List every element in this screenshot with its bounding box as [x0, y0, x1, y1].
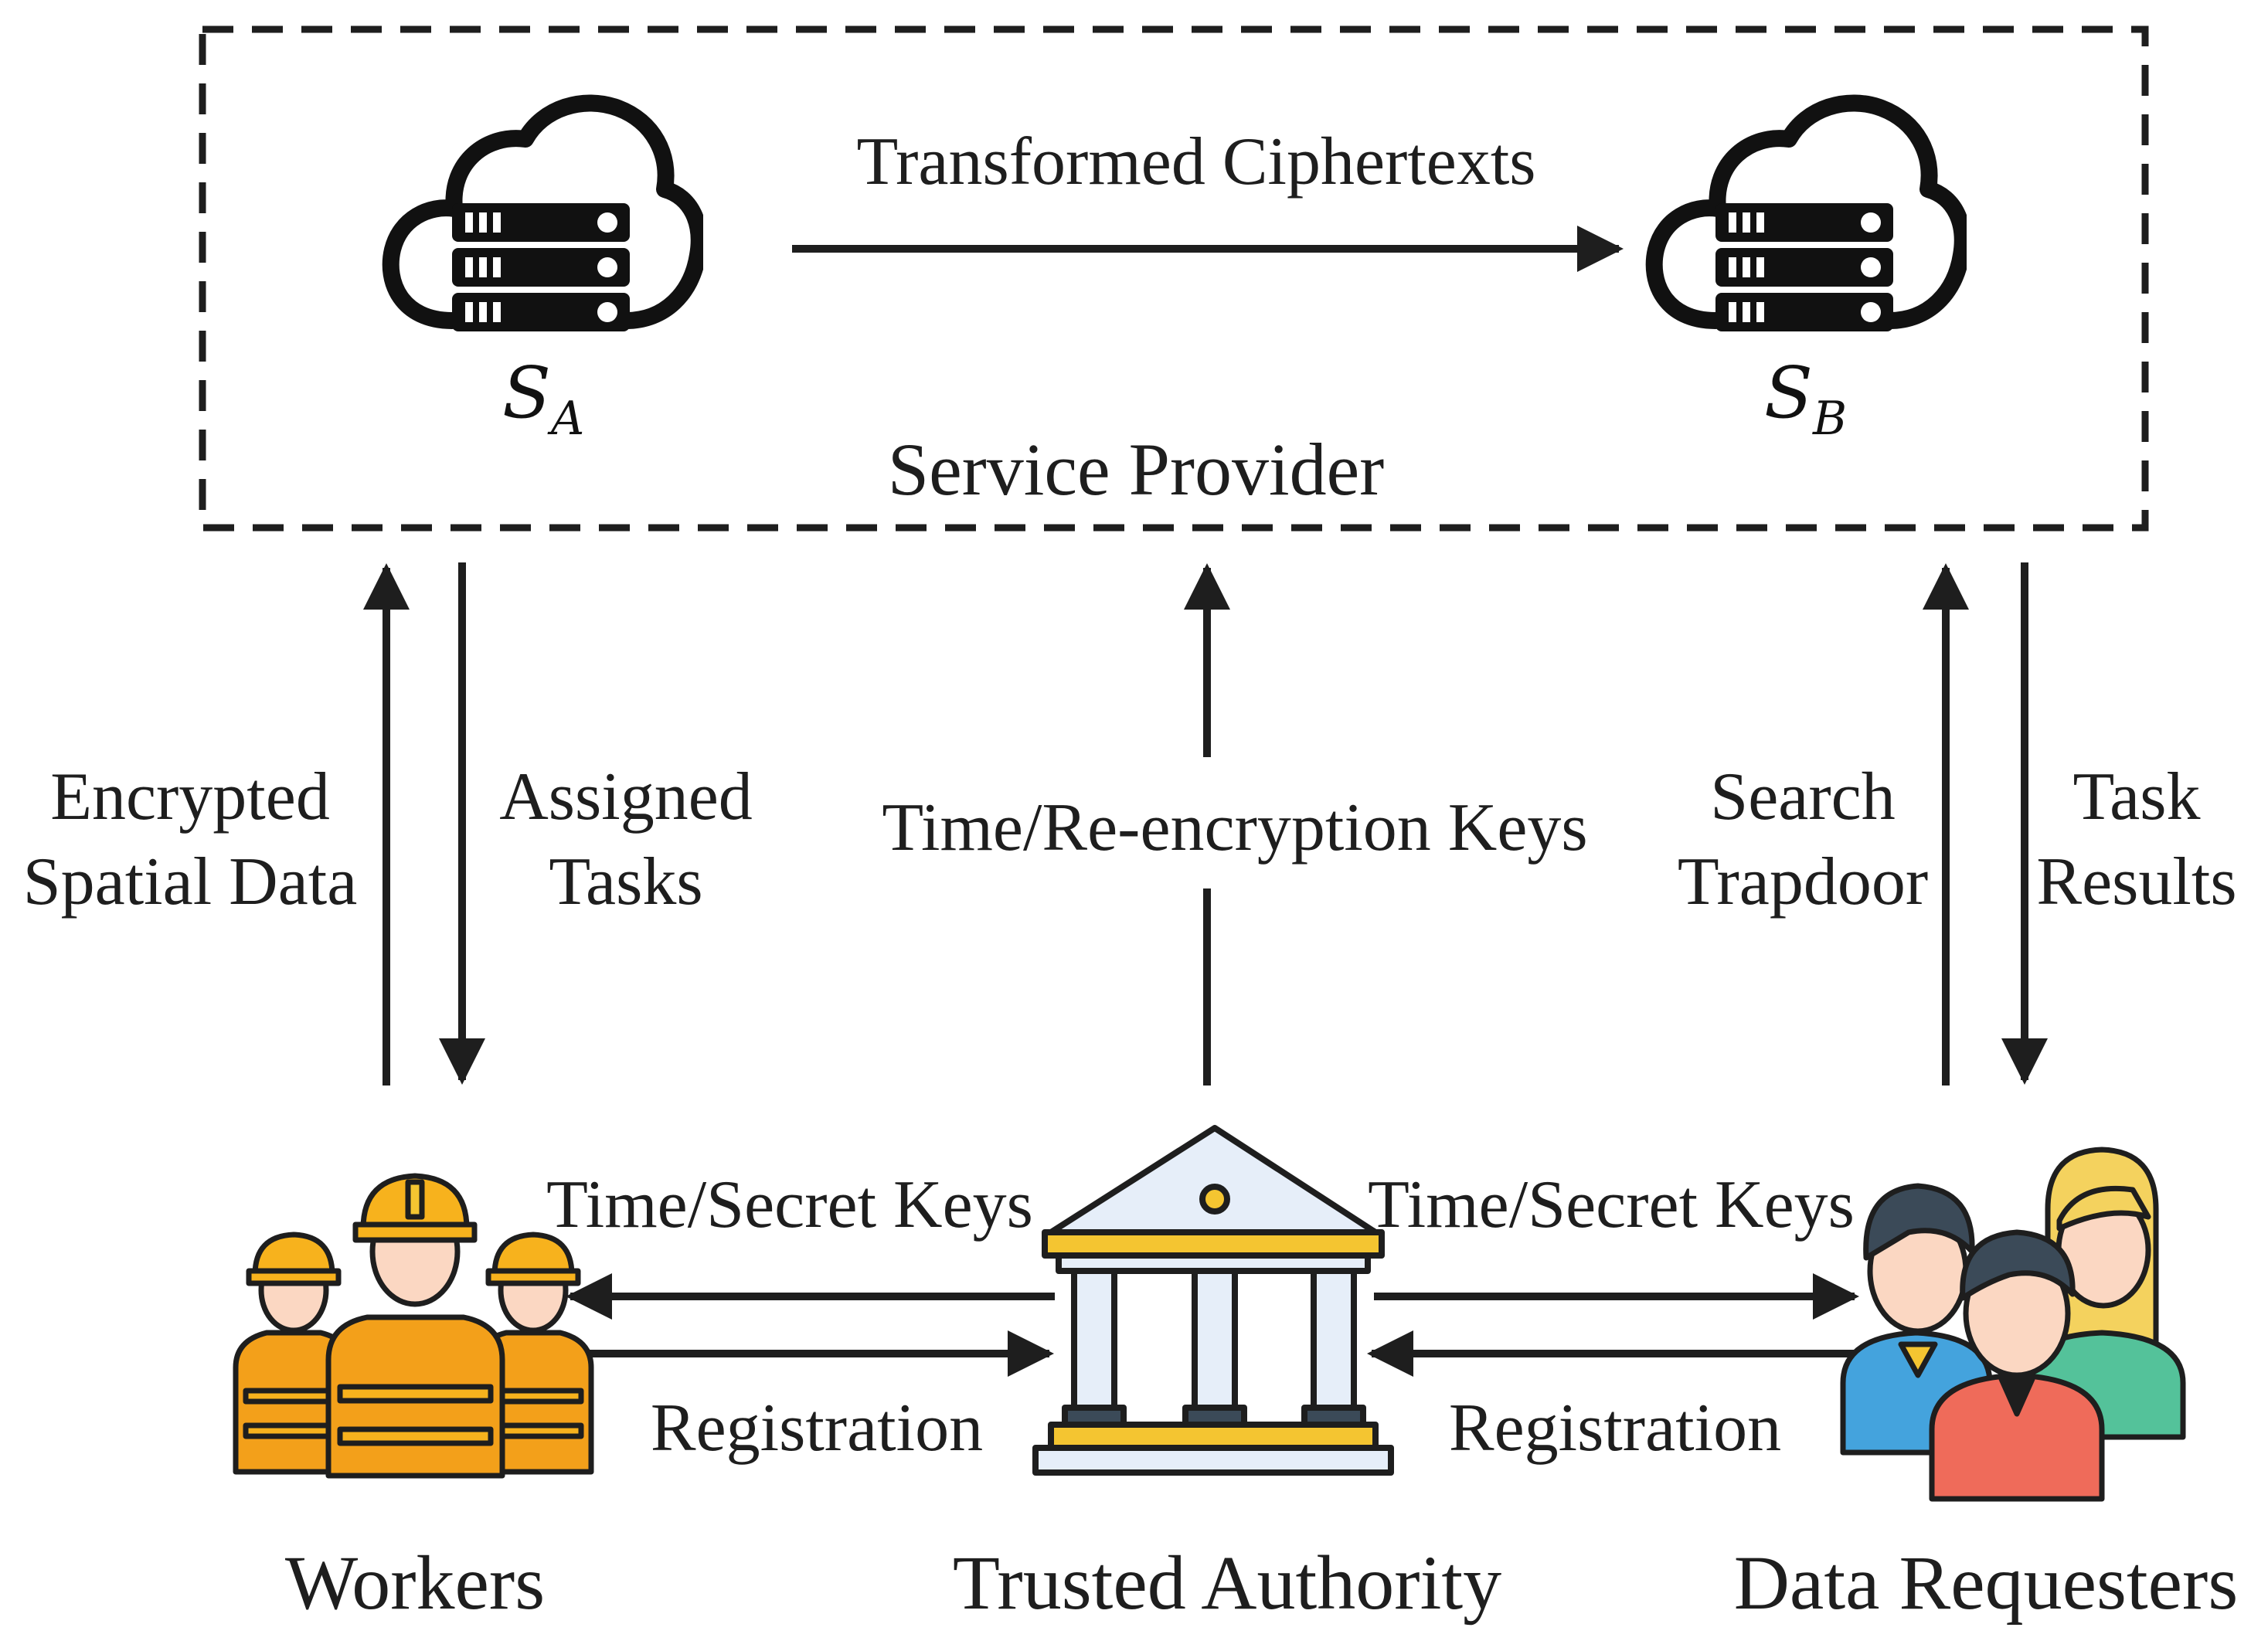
data-requesters-label: Data Requesters [1734, 1540, 2239, 1626]
task-label-line1: Task [2073, 759, 2201, 834]
time-secret-keys-right-label: Time/Secret Keys [1368, 1167, 1855, 1242]
encrypted-label-line1: Encrypted [50, 759, 330, 834]
trusted-authority-label: Trusted Authority [953, 1540, 1501, 1626]
encrypted-label-line2: Spatial Data [23, 844, 358, 919]
task-label-line2: Results [2036, 844, 2236, 919]
time-secret-keys-left-label: Time/Secret Keys [546, 1167, 1033, 1242]
people-group-icon [1840, 1147, 2186, 1502]
cloud-server-icon [391, 103, 699, 331]
bank-building-icon [1032, 1125, 1394, 1476]
search-label-line2: Trapdoor [1678, 844, 1928, 919]
server-b: SB [1654, 103, 1963, 446]
search-label-line1: Search [1710, 759, 1895, 834]
assigned-label-line2: Tasks [549, 844, 702, 919]
transfer-label: Transformed Ciphertexts [856, 124, 1535, 199]
server-a: SA [391, 103, 699, 446]
workers-label: Workers [285, 1540, 545, 1626]
construction-workers-icon [233, 1173, 594, 1479]
cloud-server-icon [1654, 103, 1963, 331]
assigned-label-line1: Assigned [499, 759, 753, 834]
registration-right-label: Registration [1449, 1391, 1781, 1466]
service-provider-box [199, 25, 2149, 532]
registration-left-label: Registration [651, 1391, 983, 1466]
server-a-label: SA [502, 352, 584, 446]
service-provider-label: Service Provider [888, 428, 1385, 511]
server-b-label: SB [1764, 352, 1847, 446]
reencryption-label: Time/Re-encryption Keys [882, 790, 1587, 865]
